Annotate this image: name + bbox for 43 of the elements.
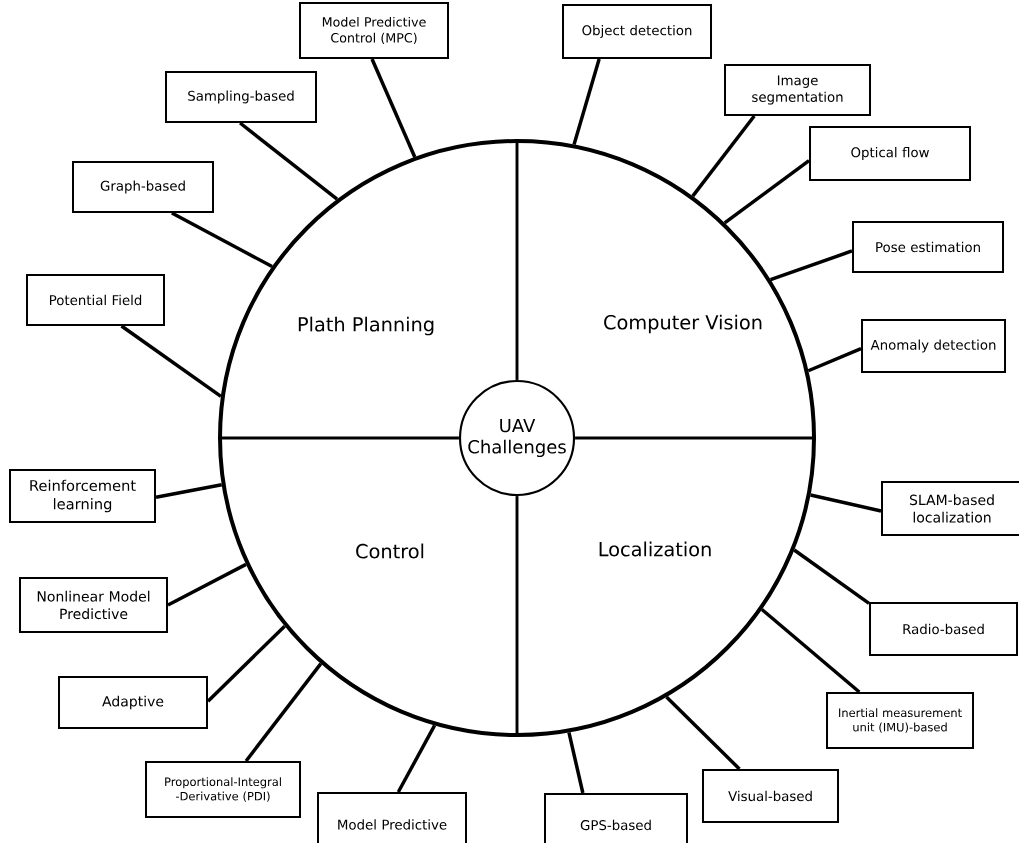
- text-box: Anomaly detection: [861, 319, 1006, 373]
- text-box: Reinforcement learning: [9, 469, 156, 523]
- connector-line: [396, 724, 437, 793]
- text-box: Radio-based: [869, 602, 1018, 656]
- connector-line: [793, 548, 870, 605]
- connector-line: [665, 695, 741, 771]
- text-box: Optical flow: [809, 126, 971, 181]
- connector-line: [760, 608, 861, 694]
- connector-line: [370, 58, 417, 158]
- connector-line: [572, 58, 601, 145]
- connector-line: [567, 732, 585, 794]
- text-box: Visual-based: [702, 769, 839, 823]
- circle-outline: [218, 139, 816, 737]
- text-box: Proportional-Integral -Derivative (PDI): [145, 761, 301, 818]
- connector-line: [171, 211, 273, 269]
- text-box: Pose estimation: [852, 221, 1004, 273]
- connector-line: [810, 493, 882, 513]
- connector-line: [770, 249, 853, 282]
- quadrant-label: Localization: [599, 541, 711, 557]
- text-box: Model Predictive Control (MPC): [299, 2, 449, 59]
- connector-line: [155, 483, 222, 499]
- text-box: Object detection: [562, 4, 712, 59]
- connector-line: [807, 346, 862, 373]
- text-box: Adaptive: [58, 676, 208, 729]
- text-box: Inertial measurement unit (IMU)-based: [826, 692, 974, 749]
- text-box: Nonlinear Model Predictive: [19, 577, 168, 633]
- connector-line: [239, 121, 339, 201]
- connector-line: [691, 114, 756, 198]
- text-box: GPS-based: [544, 793, 688, 843]
- text-box: Sampling-based: [165, 71, 317, 123]
- text-box: SLAM-based localization: [881, 481, 1019, 536]
- text-box: Graph-based: [72, 161, 214, 213]
- quadrant-label: Computer Vision: [604, 314, 762, 334]
- connector-line: [206, 624, 286, 703]
- text-box: Potential Field: [26, 274, 165, 326]
- quadrant-label: Control: [356, 543, 424, 559]
- text-box: Image segmentation: [724, 64, 871, 116]
- connector-line: [120, 324, 222, 398]
- connector-line: [167, 562, 247, 607]
- connector-line: [723, 159, 811, 225]
- connector-line: [244, 662, 323, 763]
- text-box: Model Predictive: [317, 792, 467, 843]
- quadrant-label: Plath Planning: [298, 316, 434, 336]
